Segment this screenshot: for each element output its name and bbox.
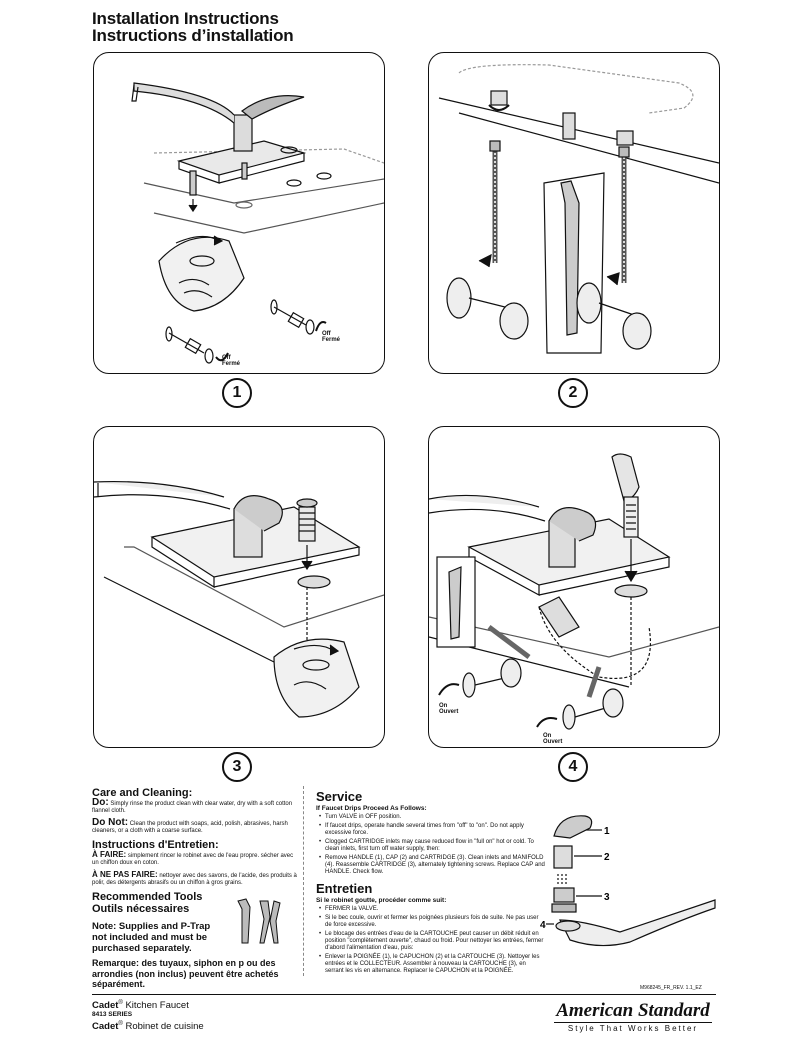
service-steps: Turn VALVE in OFF position. If faucet dr… xyxy=(316,814,546,876)
list-item: Remove HANDLE (1), CAP (2) and CARTRIDGE… xyxy=(319,855,546,876)
part-label: 1 xyxy=(604,826,610,837)
part-label: 3 xyxy=(604,892,610,903)
care-a-ne-pas-faire: À NE PAS FAIRE: nettoyer avec des savons… xyxy=(92,870,297,887)
brand-logo: American Standard Style That Works Bette… xyxy=(548,1000,718,1034)
supplies-note: Note: Supplies and P-Trap not included a… xyxy=(92,921,211,954)
list-item: If faucet drips, operate handle several … xyxy=(319,823,546,837)
entretien-subheading: Si le robinet goutte, procéder comme sui… xyxy=(316,897,447,904)
step-1-number: 1 xyxy=(222,378,252,408)
entretien-heading: Entretien xyxy=(316,881,373,896)
service-subheading: If Faucet Drips Proceed As Follows: xyxy=(316,805,427,812)
supplies-note-fr: Remarque: des tuyaux, siphon en p ou des… xyxy=(92,958,279,989)
title-french: Instructions d’installation xyxy=(92,26,294,45)
step-3-illustration xyxy=(94,480,384,718)
care-section: Care and Cleaning: Do: Simply rinse the … xyxy=(92,787,297,990)
service-heading: Service xyxy=(316,789,363,804)
footer-divider xyxy=(92,994,716,995)
tools-heading-fr: Outils nécessaires xyxy=(92,903,190,915)
step-1-illustration xyxy=(131,82,384,364)
series-label: 8413 SERIES xyxy=(92,1011,133,1019)
document-id: M968245_FR_REV. 1.1_EZ xyxy=(640,985,702,991)
page-title: Installation Instructions Instructions d… xyxy=(92,9,294,45)
list-item: Turn VALVE in OFF position. xyxy=(319,814,546,821)
parts-diagram: 1 2 3 4 xyxy=(540,815,716,947)
list-item: Le blocage des entrées d'eau de la CARTO… xyxy=(319,931,546,952)
part-label: 4 xyxy=(540,920,546,931)
step-2-number: 2 xyxy=(558,378,588,408)
list-item: Enlever la POIGNÉE (1), le CAPUCHON (2) … xyxy=(319,954,546,975)
part-label: 2 xyxy=(604,852,610,863)
list-item: Clogged CARTRIDGE inlets may cause reduc… xyxy=(319,839,546,853)
care-do-not: Do Not: Clean the product with soaps, ac… xyxy=(92,817,288,835)
step-2-illustration xyxy=(438,64,719,354)
step-4-illustration xyxy=(429,453,719,730)
care-heading: Care and Cleaning: xyxy=(92,787,193,799)
service-section: Service If Faucet Drips Proceed As Follo… xyxy=(316,790,546,977)
brand-tagline: Style That Works Better xyxy=(567,1024,699,1033)
title-english: Installation Instructions xyxy=(92,9,279,28)
list-item: Si le bec coule, ouvrir et fermer les po… xyxy=(319,915,546,929)
step-3-number: 3 xyxy=(222,752,252,782)
entretien-steps: FERMER la VALVE. Si le bec coule, ouvrir… xyxy=(316,906,546,975)
footer-product: Cadet® Kitchen Faucet 8413 SERIES Cadet®… xyxy=(92,1000,204,1033)
step-4-number: 4 xyxy=(558,752,588,782)
care-heading-fr: Instructions d'Entretien: xyxy=(92,839,219,851)
care-do: Do: Simply rinse the product clean with … xyxy=(92,797,293,815)
list-item: FERMER la VALVE. xyxy=(319,906,546,913)
wrench-icon xyxy=(237,898,281,944)
care-a-faire: À FAIRE: simplement rincer le robinet av… xyxy=(92,850,294,867)
step-2-panel xyxy=(428,52,720,374)
step-3-panel xyxy=(93,426,385,748)
column-divider xyxy=(303,786,304,976)
brand-name: American Standard xyxy=(556,1000,710,1021)
tools-heading: Recommended Tools xyxy=(92,891,203,903)
